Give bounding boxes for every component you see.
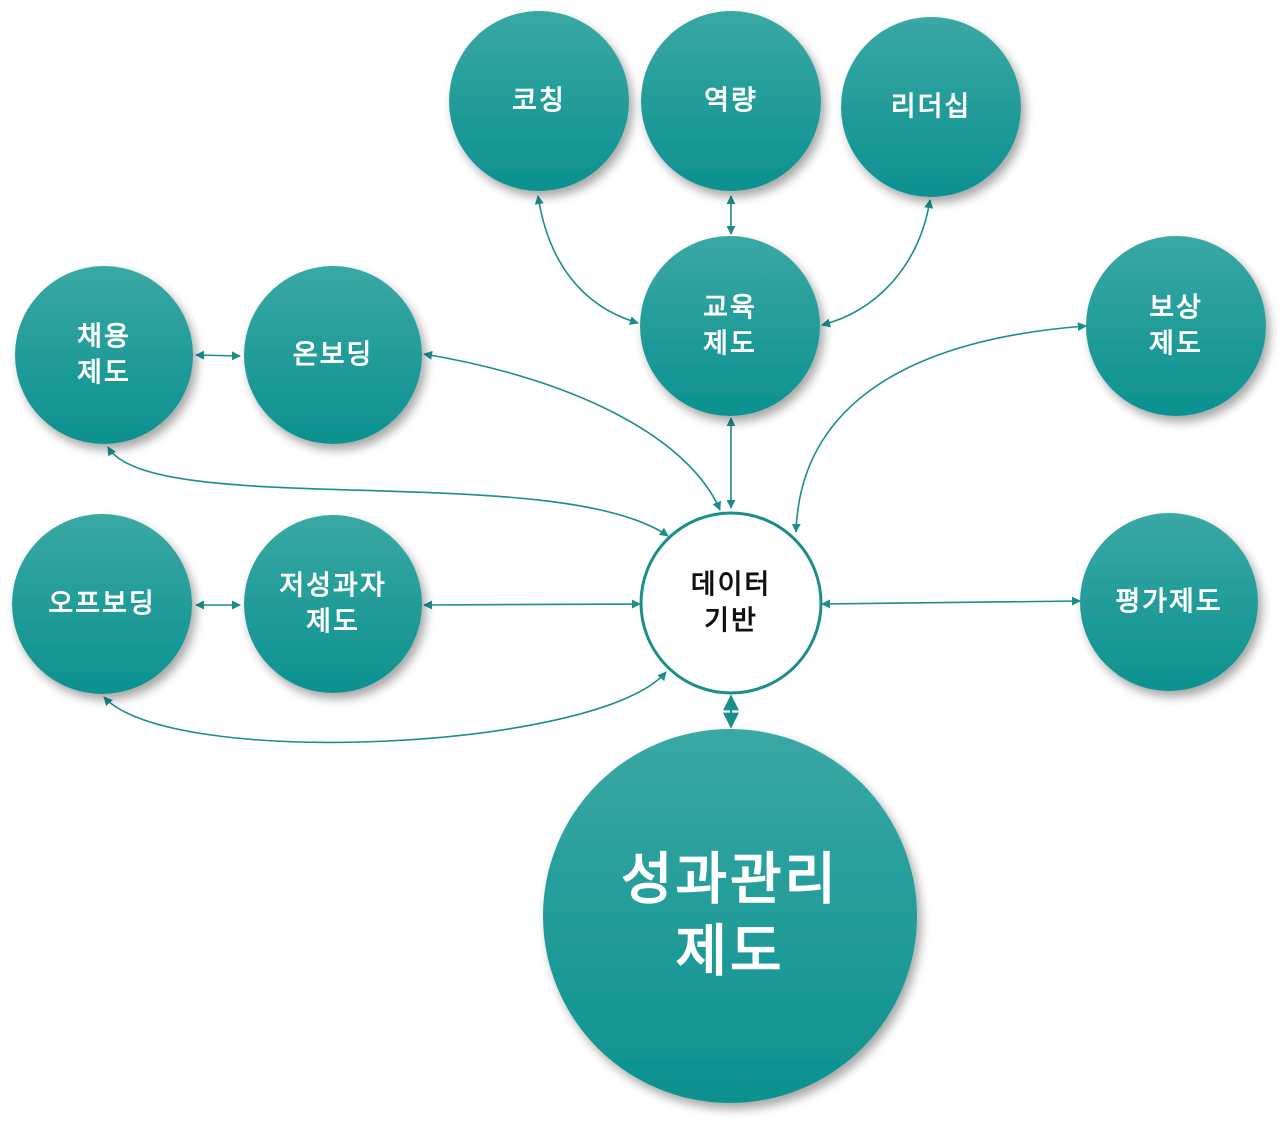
node-circle [449, 11, 629, 191]
connector-hiring-data [107, 446, 669, 537]
node-circle [244, 266, 422, 444]
node-label: 저성과자 [279, 571, 386, 602]
node-label: 코칭 [512, 86, 566, 117]
node-evaluation[interactable]: 평가제도 [1080, 513, 1258, 691]
connector-coaching-education [534, 195, 639, 326]
node-circle [1080, 513, 1258, 691]
connector-evaluation-data [821, 596, 1081, 609]
node-label: 보상 [1149, 293, 1203, 324]
node-label: 온보딩 [293, 340, 374, 371]
node-label: 성과관리 [621, 848, 839, 913]
connector-onboarding-data [423, 350, 721, 511]
connector-compensation-data [791, 322, 1087, 533]
node-label: 리더십 [891, 92, 972, 123]
node-label: 오프보딩 [48, 589, 155, 620]
node-competency[interactable]: 역량 [641, 11, 821, 191]
node-circle [15, 266, 193, 444]
node-label: 제도 [1149, 329, 1203, 360]
connector-offboarding-data [103, 671, 667, 744]
node-leadership[interactable]: 리더십 [841, 17, 1021, 197]
node-label: 역량 [704, 86, 758, 117]
connectors [103, 195, 1087, 744]
node-circle [244, 515, 422, 693]
node-label: 채용 [77, 322, 131, 353]
node-circle [12, 514, 192, 694]
connector-leadership-education [821, 199, 934, 328]
connector-lowperformer-data [423, 599, 641, 610]
node-circle [640, 236, 820, 416]
node-circle [639, 511, 823, 695]
node-label: 제도 [675, 920, 784, 985]
connector-hiring-onboarding [195, 350, 241, 361]
node-onboarding[interactable]: 온보딩 [244, 266, 422, 444]
node-label: 데이터 [691, 570, 772, 601]
node-label: 제도 [77, 358, 131, 389]
node-label: 제도 [703, 329, 757, 360]
node-offboarding[interactable]: 오프보딩 [12, 514, 192, 694]
node-label: 교육 [703, 293, 757, 324]
node-circle [841, 17, 1021, 197]
node-circle [641, 11, 821, 191]
node-circle [543, 729, 917, 1103]
node-circle [1086, 236, 1266, 416]
node-coaching[interactable]: 코칭 [449, 11, 629, 191]
node-label: 제도 [306, 607, 360, 638]
node-label: 평가제도 [1115, 587, 1222, 618]
node-label: 기반 [704, 606, 758, 637]
